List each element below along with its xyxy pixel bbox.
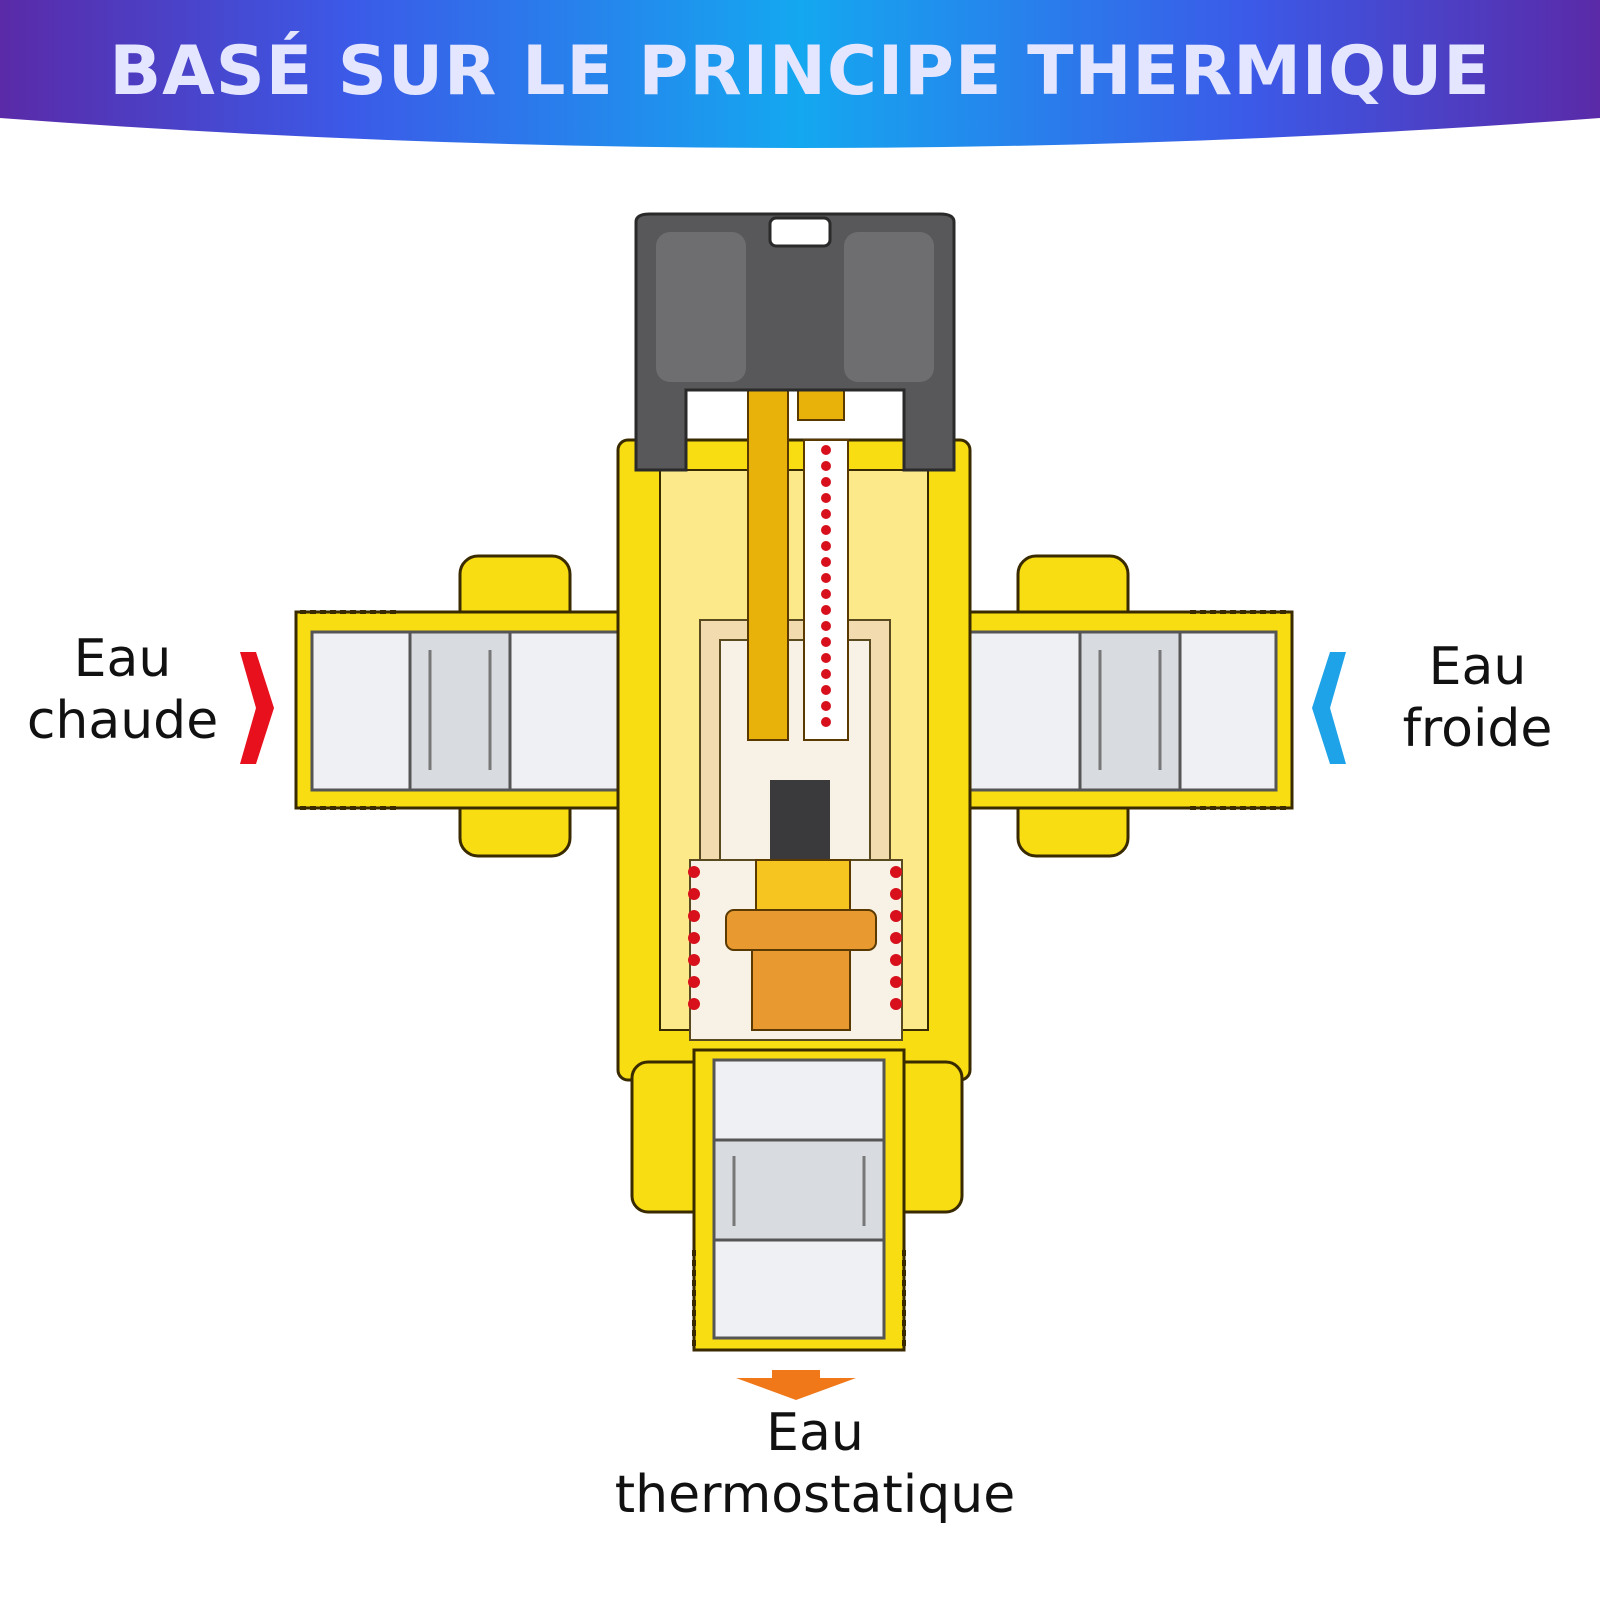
spring-coil: [688, 954, 700, 966]
title-banner: BASÉ SUR LE PRINCIPE THERMIQUE: [0, 0, 1600, 160]
spring-coil: [688, 976, 700, 988]
hot-water-arrow-icon: [240, 652, 274, 764]
spring-coil: [890, 976, 902, 988]
spring-coil: [688, 910, 700, 922]
lower-spring-section: [689, 780, 903, 1041]
hot-water-label: Eau chaude: [0, 628, 245, 752]
spring-coil: [688, 998, 700, 1010]
cold-water-inlet-pipe: [942, 554, 1294, 858]
spring-coil: [890, 954, 902, 966]
spring-coil: [821, 493, 831, 503]
cold-water-label: Eau froide: [1370, 636, 1585, 760]
spring-coil: [821, 669, 831, 679]
hot-water-inlet-pipe: [294, 554, 658, 858]
cold-water-label-line2: froide: [1402, 699, 1553, 759]
spring-coil: [890, 866, 902, 878]
spring-coil: [821, 509, 831, 519]
cold-water-arrow-icon: [1312, 652, 1346, 764]
spring-coil: [821, 525, 831, 535]
spring-coil: [821, 573, 831, 583]
spring-coil: [821, 685, 831, 695]
spring-coil: [821, 461, 831, 471]
spring-coil: [821, 717, 831, 727]
spring-coil: [821, 605, 831, 615]
spring-coil: [688, 866, 700, 878]
spring-coil: [821, 653, 831, 663]
mixed-water-label-line1: Eau: [766, 1403, 864, 1463]
hot-water-label-line2: chaude: [26, 691, 219, 751]
page-title: BASÉ SUR LE PRINCIPE THERMIQUE: [109, 32, 1491, 111]
spring-coil: [688, 888, 700, 900]
mixed-water-label-line2: thermostatique: [614, 1465, 1016, 1525]
spring-coil: [688, 932, 700, 944]
spring-coil: [821, 701, 831, 711]
spring-coil: [890, 932, 902, 944]
spring-coil: [821, 541, 831, 551]
spring-coil: [821, 557, 831, 567]
hot-water-label-line1: Eau: [73, 629, 172, 689]
spring-coil: [890, 910, 902, 922]
spring-coil: [821, 477, 831, 487]
cold-water-label-line1: Eau: [1428, 637, 1527, 697]
spring-coil: [890, 888, 902, 900]
spring-coils: [821, 445, 831, 727]
mixed-water-arrow-icon: [736, 1378, 856, 1400]
mixed-water-outlet-pipe: [630, 1048, 964, 1352]
spring-coil: [821, 445, 831, 455]
adjustment-cap: [634, 212, 956, 472]
spring-coil: [821, 589, 831, 599]
lower-spring-coils: [688, 866, 902, 1010]
spring-coil: [890, 998, 902, 1010]
mixed-water-label: Eau thermostatique: [600, 1402, 1030, 1526]
spring-coil: [821, 637, 831, 647]
spring-coil: [821, 621, 831, 631]
